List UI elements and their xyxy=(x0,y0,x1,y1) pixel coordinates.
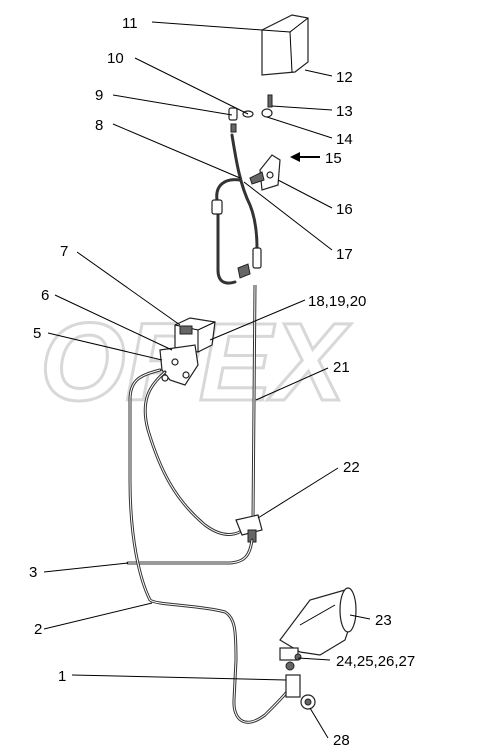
callout-labels: 11 12 10 13 9 14 8 15 16 17 7 6 18,19,20… xyxy=(29,15,415,749)
part-fitting-1-28 xyxy=(285,674,316,710)
callout-12: 12 xyxy=(336,69,353,86)
callout-11: 11 xyxy=(122,15,138,32)
callout-8: 8 xyxy=(95,117,103,134)
callout-7: 7 xyxy=(60,243,68,260)
rod-21 xyxy=(251,284,257,521)
pipe-2 xyxy=(128,368,297,724)
pipe-3 xyxy=(143,370,250,536)
callout-17: 17 xyxy=(336,246,353,263)
callout-28: 28 xyxy=(333,732,350,749)
callout-2: 2 xyxy=(34,621,42,638)
arrow-15 xyxy=(290,152,320,162)
leader-lines xyxy=(43,21,371,739)
callout-16: 16 xyxy=(336,201,353,218)
callout-10: 10 xyxy=(107,50,124,67)
callout-22: 22 xyxy=(343,459,360,476)
part-bracket-16 xyxy=(249,154,281,191)
part-reservoir xyxy=(261,14,309,76)
pipe-3-run xyxy=(126,538,254,565)
callout-21: 21 xyxy=(333,359,350,376)
callout-6: 6 xyxy=(41,287,49,304)
part-fitting-9 xyxy=(228,107,238,133)
callout-9: 9 xyxy=(95,87,103,104)
part-tee-22 xyxy=(235,514,263,543)
callout-14: 14 xyxy=(336,131,353,148)
callout-1: 1 xyxy=(58,668,66,685)
callout-3: 3 xyxy=(29,564,37,581)
part-fittings-13-14 xyxy=(242,94,273,118)
part-bracket-24-27 xyxy=(279,647,302,671)
callout-24-25-26-27: 24,25,26,27 xyxy=(336,653,415,670)
callout-23: 23 xyxy=(375,612,392,629)
part-bracket-5-6 xyxy=(159,344,199,386)
callout-18-19-20: 18,19,20 xyxy=(308,293,366,310)
callout-5: 5 xyxy=(33,325,41,342)
callout-15: 15 xyxy=(325,150,342,167)
hose-upper xyxy=(211,133,262,285)
callout-13: 13 xyxy=(336,103,353,120)
part-horn-23 xyxy=(279,587,357,656)
